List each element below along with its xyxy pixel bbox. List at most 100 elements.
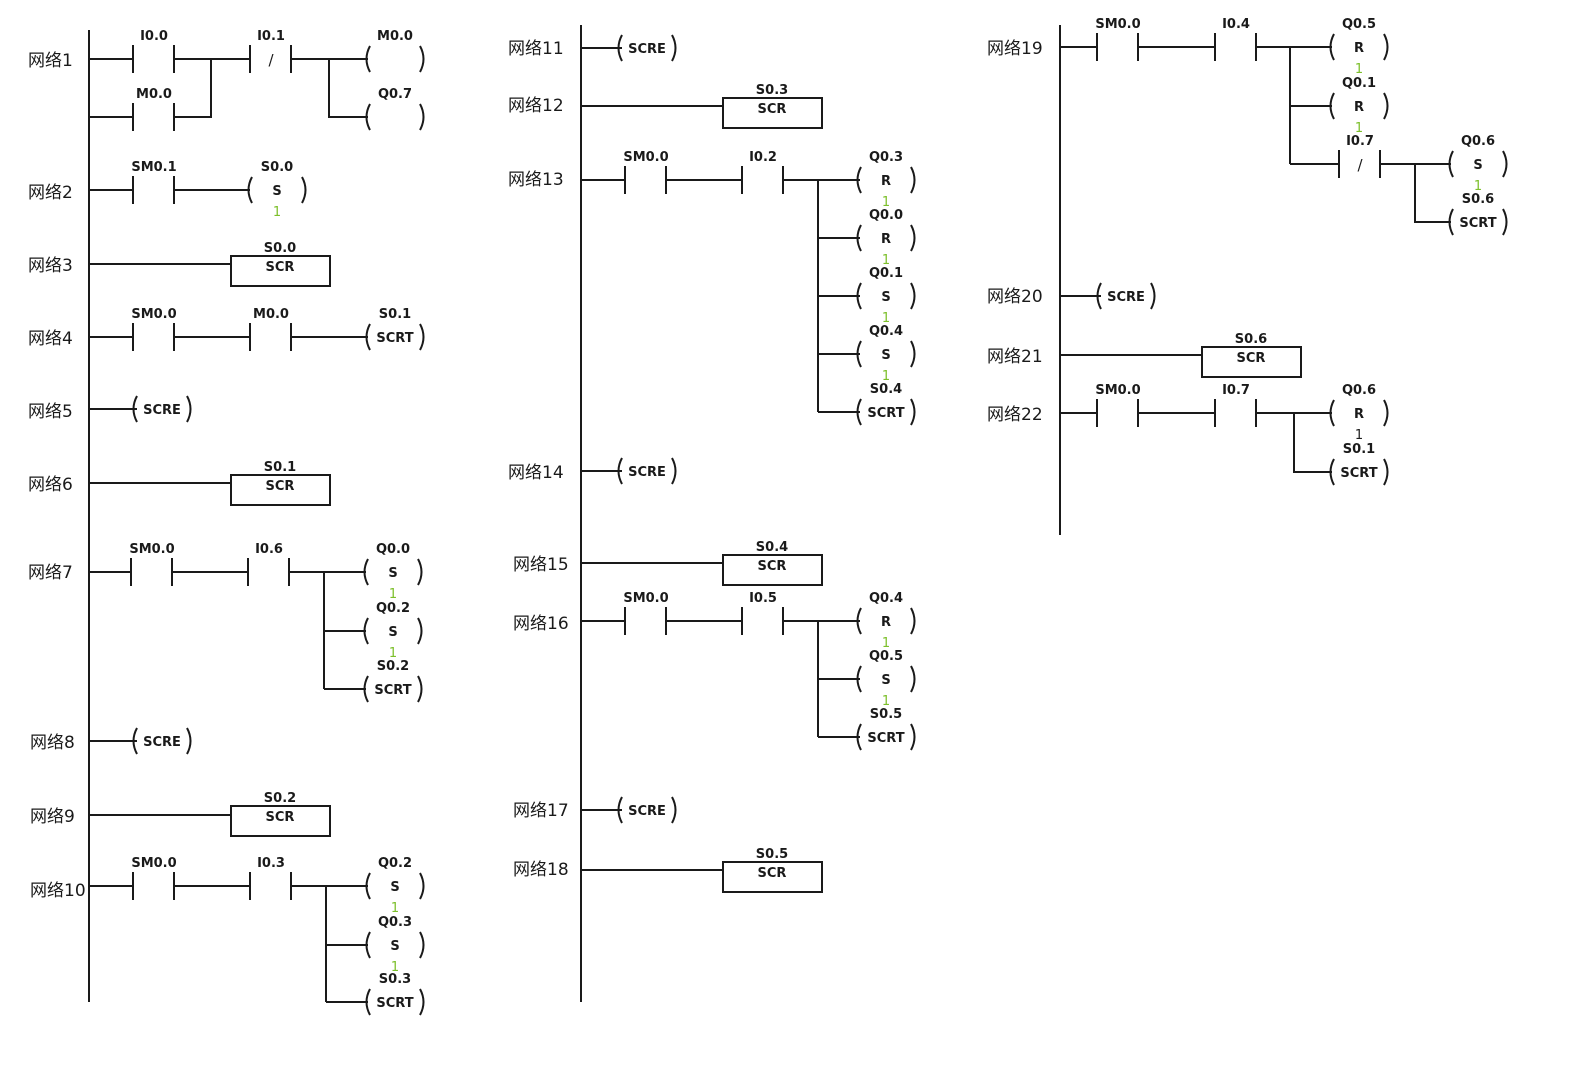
coil-operand: Q0.1 [1342, 76, 1376, 91]
coil-instruction: R [1354, 100, 1364, 115]
coil-instruction: SCRT [376, 996, 413, 1011]
coil-instruction: S [390, 880, 399, 895]
coil-instruction: R [881, 174, 891, 189]
coil-operand: Q0.3 [869, 150, 903, 165]
network-label-13: 网络13 [508, 170, 564, 190]
coil-operand: S0.3 [379, 972, 411, 987]
coil-count: 1 [1355, 62, 1363, 77]
coil-q0-7: Q0.7 [365, 87, 425, 131]
coil-right-paren [419, 872, 425, 900]
coil-right-paren [419, 45, 425, 73]
normally-closed-slash: / [268, 51, 274, 69]
coil-right-paren [419, 988, 425, 1016]
coil-q0-5-reset: Q0.5R1 [1329, 17, 1389, 77]
coil-left-paren [363, 558, 369, 586]
coil-operand: Q0.2 [376, 601, 410, 616]
coil-left-paren [365, 872, 371, 900]
coil-operand: Q0.2 [378, 856, 412, 871]
coil-instruction: S [881, 290, 890, 305]
contact-sm0-0-n16: SM0.0 [623, 591, 669, 635]
coil-operand: S0.1 [379, 307, 411, 322]
coil-right-paren [1502, 150, 1508, 178]
contact-i0-4: I0.4 [1214, 17, 1257, 61]
contact-operand: M0.0 [253, 307, 289, 322]
contact-operand: I0.7 [1346, 134, 1374, 149]
wire [1293, 413, 1332, 473]
coil-instruction: SCRT [867, 406, 904, 421]
coil-operand: S0.1 [1343, 442, 1375, 457]
contact-operand: SM0.0 [131, 307, 176, 322]
wire [88, 59, 133, 118]
coil-q0-6-set: Q0.6S1 [1448, 134, 1508, 194]
scr-box-frame [722, 861, 823, 893]
coil-left-paren [1329, 458, 1335, 486]
coil-right-paren [419, 931, 425, 959]
coil-left-paren [617, 457, 623, 485]
network-label-11: 网络11 [508, 39, 564, 59]
coil-left-paren [1329, 399, 1335, 427]
scr-box-frame [1201, 346, 1302, 378]
normally-closed-slash: / [1357, 156, 1363, 174]
coil-count: 1 [1355, 428, 1363, 443]
contact-i0-5: I0.5 [741, 591, 784, 635]
network-label-4: 网络4 [28, 329, 73, 349]
network-label-2: 网络2 [28, 183, 73, 203]
scr-box-operand: S0.4 [756, 540, 788, 555]
coil-left-paren [856, 665, 862, 693]
coil-instruction: SCRE [143, 403, 181, 418]
coil-left-paren [856, 166, 862, 194]
coil-left-paren [363, 675, 369, 703]
coil-q0-1-reset: Q0.1R1 [1329, 76, 1389, 136]
scr-box-operand: S0.2 [264, 791, 296, 806]
scr-box-frame [722, 554, 823, 586]
coil-scre-n11: SCRE [617, 34, 677, 62]
coil-operand: Q0.7 [378, 87, 412, 102]
contact-sm0-0-n22: SM0.0 [1095, 383, 1141, 427]
contact-operand: SM0.1 [131, 160, 176, 175]
coil-scre-n17: SCRE [617, 796, 677, 824]
network-label-9: 网络9 [30, 807, 75, 827]
scr-box-instruction: SCR [266, 479, 295, 494]
coil-right-paren [910, 340, 916, 368]
coil-operand: S0.5 [870, 707, 902, 722]
coil-operand: S0.2 [377, 659, 409, 674]
coil-q0-6-reset: Q0.6R1 [1329, 383, 1389, 443]
coil-s0-0-set: S0.0S1 [247, 160, 307, 220]
contact-sm0-0-n13: SM0.0 [623, 150, 669, 194]
contact-operand: I0.0 [140, 29, 168, 44]
network-label-19: 网络19 [987, 39, 1043, 59]
scr-box-instruction: SCR [758, 102, 787, 117]
scr-box-frame [722, 97, 823, 129]
network-label-16: 网络16 [513, 614, 569, 634]
coil-q0-2-set: Q0.2S1 [363, 601, 423, 661]
coil-instruction: R [1354, 407, 1364, 422]
coil-count: 1 [389, 646, 397, 661]
coil-operand: Q0.6 [1461, 134, 1495, 149]
coil-count: 1 [882, 636, 890, 651]
coil-q0-3-set: Q0.3S1 [365, 915, 425, 975]
coil-left-paren [1448, 150, 1454, 178]
coil-instruction: S [390, 939, 399, 954]
contact-operand: I0.1 [257, 29, 285, 44]
network-label-1: 网络1 [28, 51, 73, 71]
coil-q0-4-reset: Q0.4R1 [856, 591, 916, 651]
coil-left-paren [132, 727, 138, 755]
coil-left-paren [247, 176, 253, 204]
coil-q0-2-set-n10: Q0.2S1 [365, 856, 425, 916]
contact-operand: SM0.0 [623, 150, 668, 165]
contact-operand: I0.4 [1222, 17, 1250, 32]
contact-operand: SM0.0 [1095, 17, 1140, 32]
coil-right-paren [417, 617, 423, 645]
coil-count: 1 [273, 205, 281, 220]
contact-i0-1: I0.1 / [249, 29, 292, 73]
contact-sm0-0-n7: SM0.0 [129, 542, 175, 586]
coil-q0-0-reset: Q0.0R1 [856, 208, 916, 268]
coil-right-paren [671, 796, 677, 824]
coil-m0-0: M0.0 [365, 29, 425, 73]
wires [88, 46, 1451, 1003]
coil-instruction: SCRT [376, 331, 413, 346]
coil-right-paren [1150, 282, 1156, 310]
